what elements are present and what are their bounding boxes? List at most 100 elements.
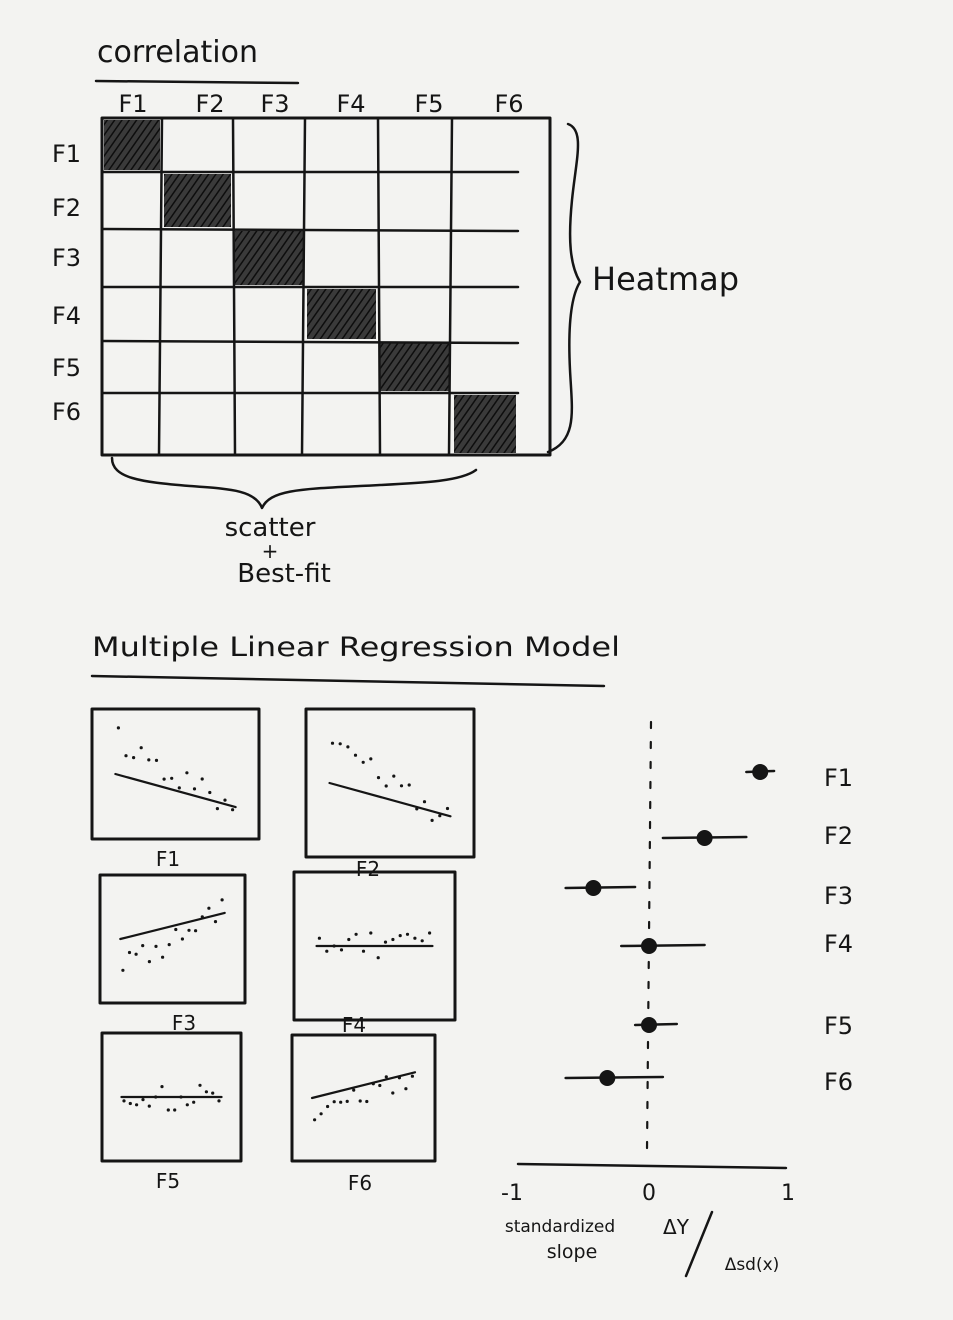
scatter-dot xyxy=(371,1082,375,1086)
scatter-dot xyxy=(127,950,132,955)
scatter-dot xyxy=(177,786,181,790)
scatter-dot xyxy=(376,956,380,960)
scatter-panel-label: F5 xyxy=(156,1169,180,1193)
scatter-dot xyxy=(139,746,143,750)
scatter-panel-F4: F4 xyxy=(292,870,457,1037)
scatter-panel-label: F6 xyxy=(348,1171,372,1195)
scatter-dot xyxy=(369,931,373,935)
heatmap-col-label: F4 xyxy=(336,90,365,118)
scatter-dot xyxy=(358,1099,362,1103)
correlation-title: correlation xyxy=(97,35,258,70)
scatter-dot xyxy=(352,1088,356,1092)
scatter-dot xyxy=(445,806,450,811)
scatter-best-fit-line xyxy=(310,1071,417,1100)
scatter-dot xyxy=(174,927,178,932)
coef-point-F2 xyxy=(696,830,713,846)
scatter-dot xyxy=(319,1112,323,1116)
scatter-panel-F2: F2 xyxy=(304,707,476,881)
heatmap-cell-F3-F3 xyxy=(235,231,303,285)
scatter-dot xyxy=(407,783,411,787)
scatter-panel-frame xyxy=(98,873,247,1005)
scatter-dot xyxy=(211,1091,215,1095)
scatter-dot xyxy=(167,943,171,947)
scatter-dot xyxy=(194,929,198,933)
scatter-dot xyxy=(147,960,151,964)
scatter-dot xyxy=(166,1108,170,1112)
scatter-dot xyxy=(141,1098,145,1102)
scatter-panel-F3: F3 xyxy=(98,873,247,1035)
scatter-dot xyxy=(147,758,151,762)
scatter-panel-label: F1 xyxy=(156,847,180,871)
scatter-dot xyxy=(346,745,350,749)
coef-point-F3 xyxy=(585,880,602,896)
scatter-dot xyxy=(231,808,235,812)
scatter-dot xyxy=(420,939,424,943)
coef-label-F2: F2 xyxy=(824,822,853,850)
scatter-dot xyxy=(154,944,158,949)
scatter-best-fit-line xyxy=(114,772,237,809)
scatter-dot xyxy=(207,906,211,910)
scatter-dot xyxy=(173,1108,177,1112)
heatmap-col-label: F5 xyxy=(414,90,443,118)
scatter-dot xyxy=(428,931,432,935)
regression-title: Multiple Linear Regression Model xyxy=(92,632,620,663)
heatmap-cell-F5-F5 xyxy=(380,343,450,391)
heatmap-col-label: F2 xyxy=(195,90,224,118)
scatter-dot xyxy=(204,1090,208,1094)
scatter-label: scatter xyxy=(225,513,316,543)
scatter-dot xyxy=(192,1100,196,1104)
scatter-dot xyxy=(185,1103,189,1107)
heatmap-cell-F1-F1 xyxy=(104,120,160,170)
regression-title-underline xyxy=(90,674,606,688)
heatmap-col-label: F6 xyxy=(494,90,523,118)
coef-point-F1 xyxy=(752,764,769,780)
coef-point-F6 xyxy=(599,1070,616,1086)
scatter-dot xyxy=(369,757,373,761)
heatmap-hline xyxy=(100,227,520,233)
heatmap-cell-F6-F6 xyxy=(454,395,516,453)
scatter-dot xyxy=(134,952,138,956)
scatter-dot xyxy=(200,777,204,781)
scatter-dot xyxy=(160,1085,164,1089)
scatter-panel-F6: F6 xyxy=(290,1033,437,1195)
coef-label-F5: F5 xyxy=(824,1012,853,1040)
scatter-dot xyxy=(147,1104,151,1108)
scatter-dot xyxy=(180,937,184,941)
coef-label-F1: F1 xyxy=(824,764,853,792)
scatter-panel-frame xyxy=(290,1033,437,1163)
scatter-dot xyxy=(361,949,366,953)
scatter-dot xyxy=(213,920,218,924)
coef-point-F4 xyxy=(641,938,657,954)
scatter-dot xyxy=(220,898,224,902)
scatter-panel-label: F4 xyxy=(342,1013,366,1037)
heatmap-row-label: F2 xyxy=(52,194,81,222)
scatter-dot xyxy=(317,936,321,940)
scatter-dot xyxy=(330,741,335,745)
scatter-dot xyxy=(154,1095,158,1099)
scatter-dot xyxy=(141,944,145,948)
scatter-dot xyxy=(422,800,427,804)
scatter-dot xyxy=(410,1074,414,1078)
scatter-dot xyxy=(170,776,174,780)
heatmap-row-label: F5 xyxy=(52,354,81,382)
heatmap-col-label: F3 xyxy=(260,90,289,118)
scatter-dot xyxy=(430,818,434,823)
x-axis-label-line1: standardized xyxy=(505,1217,615,1237)
heatmap-col-label: F1 xyxy=(118,90,147,118)
scatter-dot xyxy=(208,790,212,795)
scatter-panel-label: F3 xyxy=(172,1011,196,1035)
scatter-panel-F5: F5 xyxy=(100,1031,243,1193)
scatter-dot xyxy=(376,776,381,780)
scatter-dot xyxy=(391,937,395,942)
scatter-panel-F1: F1 xyxy=(90,707,261,871)
scatter-dot xyxy=(223,798,227,802)
scatter-dot xyxy=(384,784,388,788)
coef-point-F5 xyxy=(641,1017,657,1033)
scatter-dot xyxy=(198,1083,202,1087)
x-tick-label: 1 xyxy=(781,1181,795,1206)
scatter-dot xyxy=(392,774,396,778)
